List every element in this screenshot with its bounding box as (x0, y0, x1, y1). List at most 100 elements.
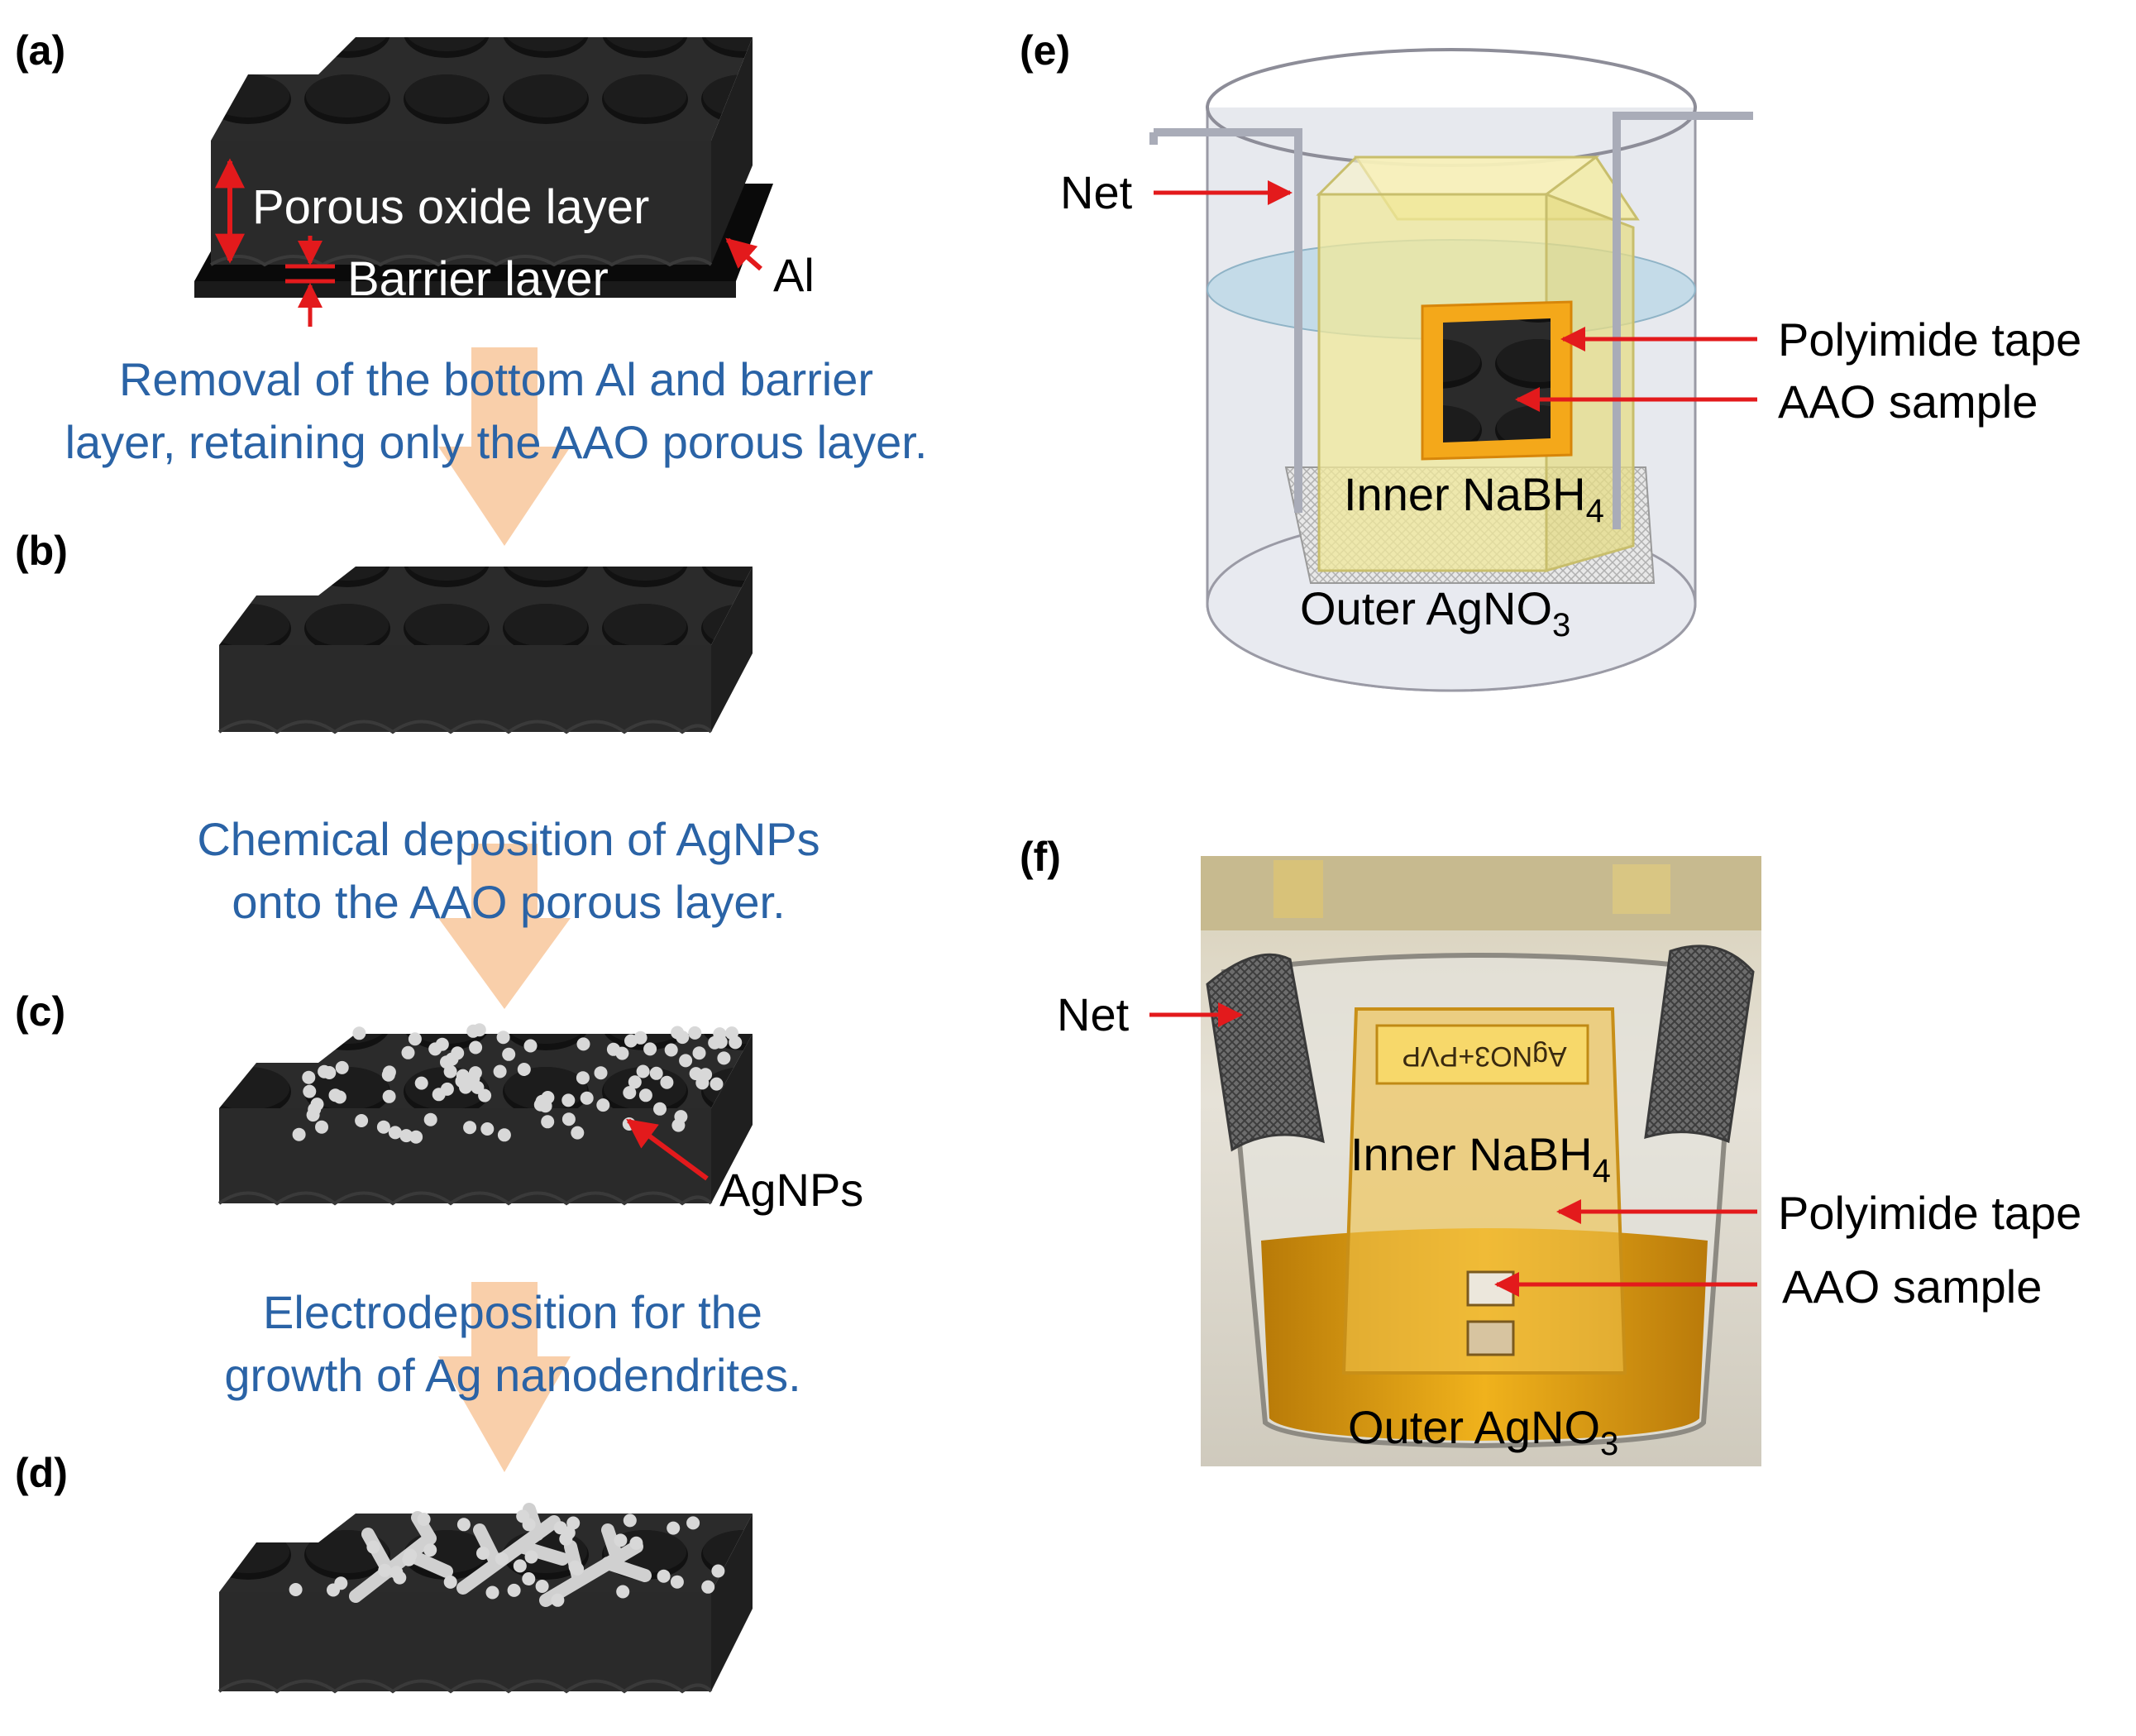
agnp-particle (566, 1516, 581, 1530)
agnp-particle (699, 1068, 713, 1082)
agnp-particle (711, 1564, 725, 1578)
step2-line1: Chemical deposition of AgNPs (197, 813, 820, 865)
agnp-particle (561, 1093, 576, 1107)
aao-with-ag-nanodendrites (217, 1503, 753, 1694)
agnp-particle (381, 1068, 395, 1082)
outer-agno3-label-f: Outer AgNO3 (1348, 1401, 1618, 1462)
agnp-particle (643, 1042, 657, 1056)
polyimide-tape-label-e: Polyimide tape (1778, 313, 2081, 366)
aao-with-agnps (217, 1023, 753, 1206)
agnp-particle (495, 1552, 509, 1566)
porous-oxide-label: Porous oxide layer (252, 180, 649, 234)
agnp-particle (664, 1043, 678, 1057)
agnp-particle (638, 1088, 652, 1102)
agnp-particle (352, 1026, 366, 1040)
agnp-particle (408, 1032, 422, 1046)
aao-porous-layer-b (217, 567, 753, 734)
net-label-f: Net (1057, 988, 1130, 1040)
agnp-particle (417, 1513, 431, 1526)
agnp-particle (382, 1089, 396, 1103)
agnp-particle (657, 1569, 671, 1583)
agnp-particle (451, 1046, 465, 1060)
porous-oxide-top (211, 37, 753, 141)
agnp-particle (399, 1129, 413, 1143)
agnps-label: AgNPs (719, 1164, 863, 1216)
agnp-particle (388, 1126, 402, 1140)
agnp-particle (561, 1112, 576, 1126)
agnp-particle (378, 1563, 392, 1577)
agnp-particle (616, 1585, 630, 1599)
agnp-particle (576, 1071, 590, 1085)
experimental-photo: AgNO3+PVP (1201, 856, 1761, 1466)
agnp-particle (469, 1040, 483, 1055)
agnp-particle (435, 1037, 449, 1051)
agnp-particle (497, 1128, 511, 1142)
agnp-particle (480, 1122, 495, 1136)
agnp-particle (478, 1088, 492, 1102)
agnp-particle (355, 1114, 369, 1127)
agnp-particle (653, 1102, 667, 1116)
net-label-e: Net (1060, 166, 1133, 218)
inner-nabh4-label-e: Inner NaBH4 (1344, 468, 1604, 529)
agnp-particle (710, 1077, 724, 1091)
agnp-particle (443, 1575, 457, 1589)
aao-d-front (219, 1592, 711, 1691)
aao-with-al-diagram (194, 37, 773, 298)
agnp-particle (303, 1084, 317, 1098)
agnp-particle (315, 1120, 328, 1134)
agnp-particle (308, 1102, 322, 1117)
agnp-particle (628, 1075, 642, 1089)
aao-sample-e (1443, 318, 1551, 442)
polyimide-tape-label-f: Polyimide tape (1778, 1187, 2081, 1239)
agnp-particle (692, 1046, 706, 1060)
agnp-particle (443, 1064, 457, 1078)
beaker-note: AgNO3+PVP (1402, 1040, 1566, 1072)
panel-label-b: (b) (15, 528, 68, 574)
agnp-particle (571, 1562, 585, 1576)
agnp-particle (376, 1120, 390, 1134)
porous-oxide-front (211, 141, 711, 265)
agnp-particle (535, 1094, 549, 1108)
agnp-particle (571, 1126, 585, 1140)
agnp-particle (334, 1576, 348, 1590)
agnp-particle (522, 1518, 536, 1532)
agnp-particle (686, 1516, 700, 1530)
agnp-particle (524, 1550, 538, 1564)
agnp-particle (318, 1064, 332, 1078)
agnp-particle (576, 1037, 590, 1051)
aao-sample-label-e: AAO sample (1778, 375, 2038, 428)
agnp-particle (614, 1533, 628, 1547)
agnp-particles-d (289, 1509, 725, 1607)
agnp-particle (667, 1521, 681, 1535)
agnp-particle (636, 1064, 650, 1078)
beaker-schematic (1149, 48, 1753, 692)
agnp-particle (594, 1066, 608, 1080)
agnp-particle (660, 1075, 674, 1089)
agnp-particle (674, 1110, 688, 1124)
flow-arrow-2 (438, 844, 571, 1009)
agnp-particle (423, 1543, 437, 1557)
agnp-particle (507, 1583, 521, 1597)
agnp-particle (466, 1071, 480, 1085)
al-label: Al (773, 249, 815, 301)
agnp-particle (714, 1035, 728, 1049)
panel-label-c: (c) (15, 988, 65, 1035)
photo-aao-sample (1466, 1270, 1515, 1307)
hanger-rod-left (1154, 128, 1302, 513)
agnp-particle (455, 1074, 469, 1088)
agnp-particle (725, 1026, 738, 1040)
panel-label-a: (a) (15, 27, 65, 74)
agnp-particle (472, 1023, 486, 1037)
step1-line2: layer, retaining only the AAO porous lay… (65, 416, 928, 468)
agnp-particle (401, 1045, 415, 1059)
agnp-particle (332, 1090, 346, 1104)
agnp-particle (289, 1583, 303, 1596)
agnp-particle (623, 1514, 637, 1528)
agnp-particle (456, 1518, 471, 1532)
agnp-particle (476, 1547, 490, 1560)
agnp-particle (496, 1031, 510, 1045)
panel-label-d: (d) (15, 1450, 68, 1496)
agnp-particles (292, 1023, 743, 1144)
agnp-particle (676, 1031, 690, 1045)
